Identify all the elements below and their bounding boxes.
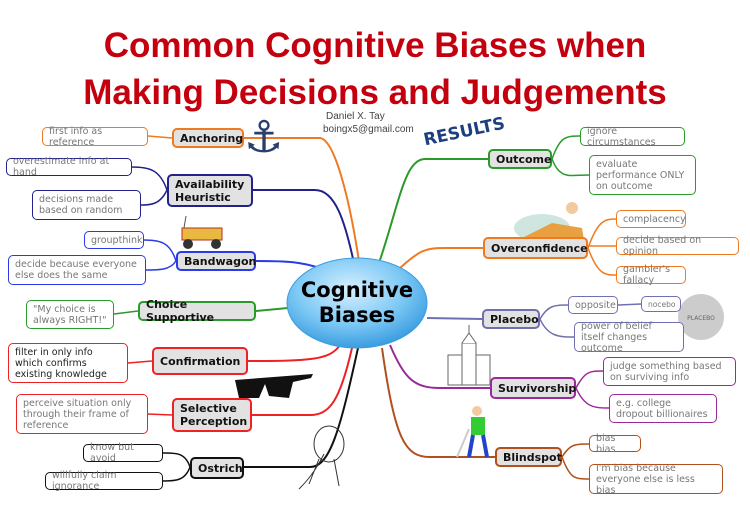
node-placebo[interactable]: Placebo	[482, 309, 540, 329]
ostrich-icon	[298, 425, 345, 490]
leaf-placebo-1[interactable]: opposite	[568, 296, 618, 314]
placebo-pill-text: PLACEBO	[687, 315, 715, 322]
connector-confirmation	[247, 344, 341, 362]
central-topic-line-2: Biases	[318, 303, 396, 327]
placebo-pill-icon: PLACEBO	[678, 294, 724, 340]
leaf-placebo-nocebo[interactable]: nocebo	[641, 296, 681, 312]
node-selective-perception[interactable]: Selective Perception	[172, 398, 252, 432]
leaf-overconfidence-2[interactable]: decide based on opinion	[616, 235, 739, 257]
title-line-2: Making Decisions and Judgements	[83, 73, 667, 112]
leaf-bandwagon-1[interactable]: groupthink	[84, 231, 144, 249]
connector-overconfidence	[399, 247, 483, 269]
connector-anchoring	[244, 137, 361, 269]
leaf-placebo-2[interactable]: power of belief itself changes outcome	[574, 321, 684, 354]
node-choice-supportive[interactable]: Choice Supportive	[138, 298, 256, 324]
connector-outcome	[379, 158, 488, 261]
connector-availability	[253, 189, 356, 269]
central-topic-line-1: Cognitive	[300, 278, 414, 302]
castle-icon	[447, 325, 491, 386]
anchor-icon: ⚓	[244, 112, 284, 163]
node-bandwagon[interactable]: Bandwagon	[176, 251, 256, 271]
connector-bandwagon	[255, 260, 321, 269]
leaf-choice-1[interactable]: "My choice is always RIGHT!"	[26, 300, 114, 329]
connector-selective	[252, 347, 353, 416]
central-ellipse	[286, 257, 428, 349]
author-name: Daniel X. Tay	[326, 111, 385, 122]
leaf-survivorship-2[interactable]: e.g. college dropout billionaires	[609, 394, 717, 423]
wagon-icon	[181, 216, 223, 249]
leaf-selective-1[interactable]: perceive situation only through their fr…	[16, 394, 148, 434]
connector-survivorship	[389, 344, 490, 389]
leaf-overconfidence-1[interactable]: complacency	[616, 210, 686, 228]
connector-blindspot	[381, 347, 495, 458]
node-ostrich[interactable]: Ostrich	[190, 457, 244, 479]
node-survivorship[interactable]: Survivorship	[490, 377, 576, 399]
node-confirmation[interactable]: Confirmation	[152, 347, 248, 375]
sunglasses-icon	[235, 374, 313, 398]
node-overconfidence[interactable]: Overconfidence	[483, 237, 588, 259]
connector-placebo	[426, 317, 483, 320]
leaf-outcome-1[interactable]: ignore circumstances	[580, 126, 685, 148]
title-line-1: Common Cognitive Biases when	[103, 26, 647, 65]
blind-man-icon	[456, 406, 489, 458]
node-anchoring[interactable]: Anchoring	[172, 128, 244, 148]
central-topic: Cognitive Biases	[287, 278, 427, 328]
leaf-anchoring-1[interactable]: first info as reference	[42, 126, 148, 148]
leaf-outcome-2[interactable]: evaluate performance ONLY on outcome	[589, 155, 696, 195]
leaf-confirmation-1[interactable]: filter in only info which confirms exist…	[8, 343, 128, 383]
node-blindspot[interactable]: Blindspot	[495, 447, 562, 467]
relaxed-man-icon	[514, 202, 584, 240]
author-email: boingx5@gmail.com	[323, 124, 414, 135]
connector-choice	[255, 307, 289, 312]
leaf-overconfidence-3[interactable]: gambler's fallacy	[616, 264, 686, 286]
node-outcome[interactable]: Outcome	[488, 149, 552, 169]
leaf-ostrich-2[interactable]: willfully claim ignorance	[45, 470, 163, 492]
leaf-bandwagon-2[interactable]: decide because everyone else does the sa…	[8, 255, 146, 285]
connector-ostrich	[244, 347, 359, 468]
node-availability-heuristic[interactable]: Availability Heuristic	[167, 174, 253, 207]
leaf-ostrich-1[interactable]: know but avoid	[83, 442, 163, 464]
leaf-availability-1[interactable]: overestimate info at hand	[6, 156, 132, 178]
leaf-blindspot-2[interactable]: I'm bias because everyone else is less b…	[589, 463, 723, 496]
leaf-availability-2[interactable]: decisions made based on random	[32, 190, 141, 220]
leaf-survivorship-1[interactable]: judge something based on surviving info	[603, 357, 736, 386]
leaf-blindspot-1[interactable]: bias bias	[589, 433, 641, 455]
